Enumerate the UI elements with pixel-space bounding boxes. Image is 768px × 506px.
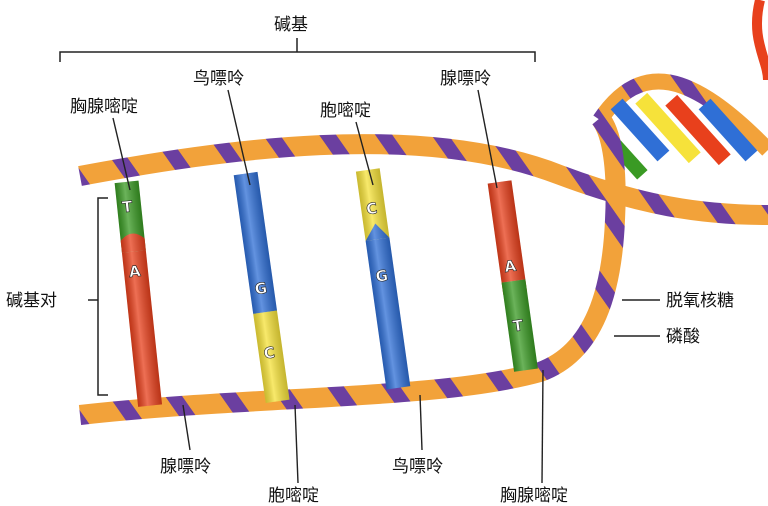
- letter-pair3-bottom: G: [374, 266, 389, 286]
- label-top-guanine: 鸟嘌呤: [193, 69, 244, 89]
- label-top-adenine: 腺嘌呤: [440, 69, 491, 89]
- label-deoxyribose: 脱氧核糖: [666, 291, 734, 311]
- helix-back-section: [600, 0, 768, 180]
- back-base-pairs: [610, 93, 757, 180]
- bases-bracket: [60, 38, 535, 62]
- label-bottom-guanine: 鸟嘌呤: [392, 457, 443, 477]
- label-phosphate: 磷酸: [666, 327, 700, 347]
- base-pair-1: T A: [115, 181, 162, 407]
- label-bottom-thymine: 胸腺嘧啶: [500, 486, 568, 506]
- label-bases: 碱基: [274, 15, 308, 35]
- right-leader-lines: [614, 300, 660, 336]
- letter-pair2-bottom: G: [254, 279, 269, 299]
- label-base-pair: 碱基对: [6, 291, 57, 311]
- label-top-thymine: 胸腺嘧啶: [70, 97, 138, 117]
- base-pair-bracket: [88, 198, 108, 395]
- label-top-cytosine: 胞嘧啶: [320, 101, 371, 121]
- base-pair-4: A T: [488, 180, 538, 371]
- base-pair-2: G C: [234, 172, 290, 403]
- label-bottom-cytosine: 胞嘧啶: [268, 486, 319, 506]
- base-pair-3: C G: [356, 168, 410, 389]
- label-bottom-adenine: 腺嘌呤: [160, 457, 211, 477]
- letter-pair1-bottom: A: [128, 262, 142, 281]
